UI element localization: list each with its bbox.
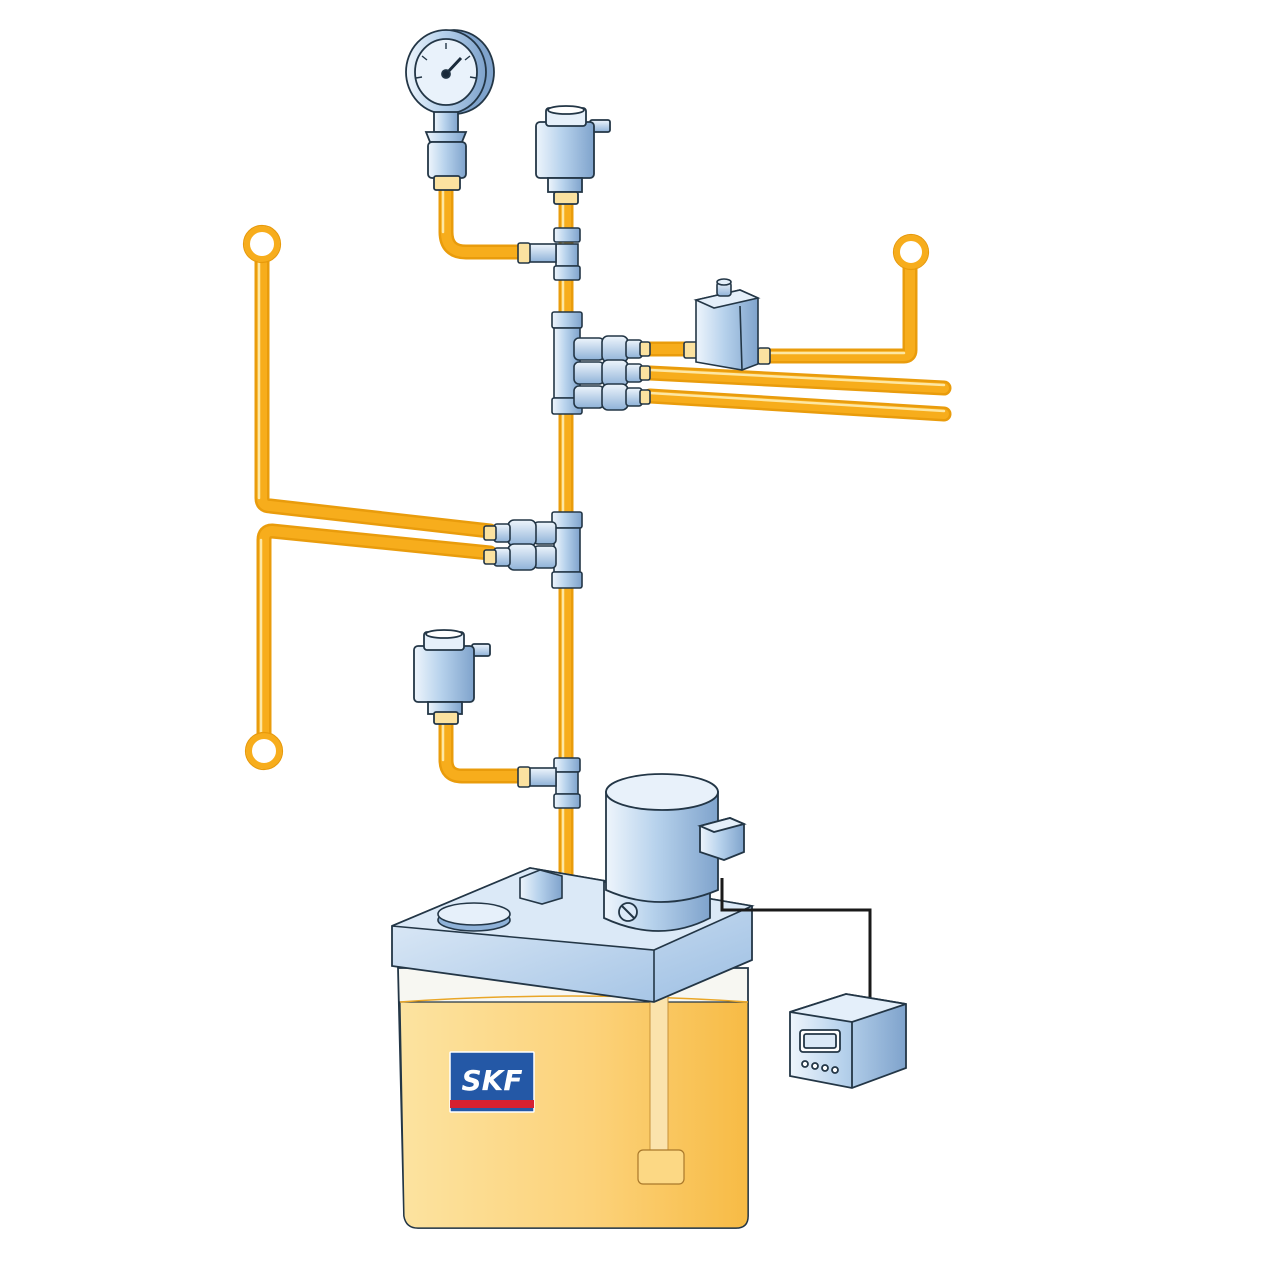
skf-logo: SKF — [449, 1051, 535, 1113]
solenoid-icon — [535, 105, 611, 205]
gauge-icon — [405, 29, 495, 191]
ring-icon — [244, 731, 284, 771]
ring-icon — [892, 233, 930, 271]
controller-icon — [789, 993, 907, 1089]
motor-icon — [603, 773, 747, 932]
pipe-network — [254, 182, 952, 916]
lubrication-points — [242, 224, 930, 771]
valve-icon — [683, 278, 771, 371]
distributor-icon — [483, 511, 583, 589]
solenoid-icon — [413, 629, 491, 725]
oil-level — [399, 1001, 749, 1229]
pipe-fittings — [517, 227, 581, 809]
skf-logo-text: SKF — [462, 1064, 523, 1097]
control-cable — [720, 878, 872, 1000]
ring-icon — [242, 224, 282, 264]
distributor-icon — [551, 311, 651, 415]
